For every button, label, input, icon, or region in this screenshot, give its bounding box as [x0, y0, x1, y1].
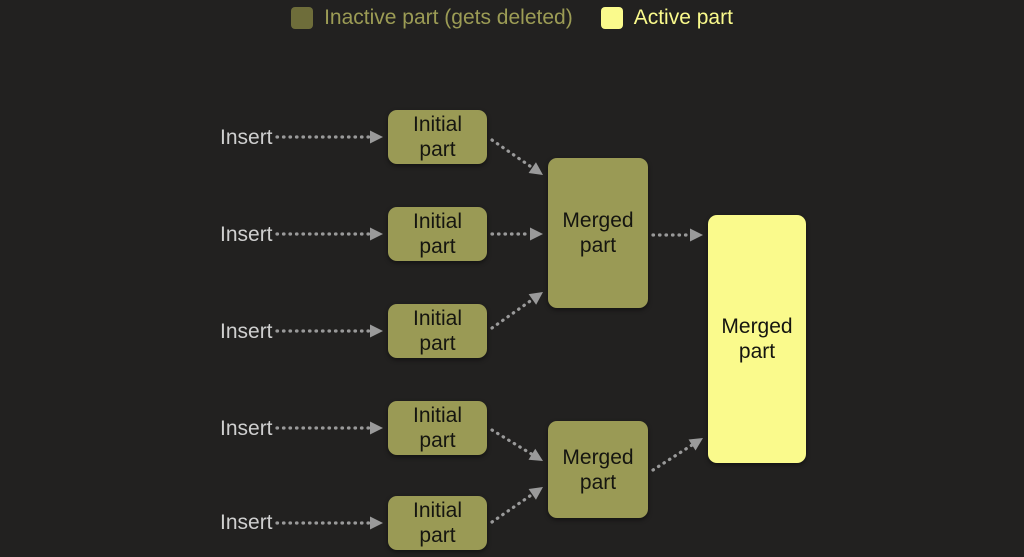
legend-item-active: Active part [600, 6, 733, 30]
insert-label-4: Insert [220, 417, 273, 440]
initial-5-to-merged-2 [490, 487, 543, 524]
square-swatch-icon-inactive [291, 7, 314, 29]
initial-2-to-merged-1-head [530, 227, 543, 241]
legend-label-active: Active part [633, 6, 733, 29]
legend-item-inactive: Inactive part (gets deleted) [291, 6, 573, 30]
insert-label-2: Insert [220, 223, 273, 246]
insert-to-initial-5 [275, 516, 383, 530]
insert-to-initial-5-head [370, 516, 383, 530]
initial-1-to-merged-1 [490, 138, 543, 175]
merged-2-to-final-head [688, 438, 703, 451]
final-merged-part-node[interactable]: Merged part [708, 215, 806, 463]
insert-label-5: Insert [220, 511, 273, 534]
insert-to-initial-4 [275, 421, 383, 435]
initial-part-node-2[interactable]: Initial part [388, 207, 487, 261]
initial-4-to-merged-2 [490, 428, 543, 461]
square-swatch-icon-active [600, 7, 623, 29]
merged-1-to-final [651, 228, 703, 242]
initial-1-to-merged-1-head [528, 162, 543, 175]
insert-label-3: Insert [220, 320, 273, 343]
legend: Inactive part (gets deleted) Active part [0, 6, 1024, 30]
merged-1-to-final-head [690, 228, 703, 242]
legend-label-inactive: Inactive part (gets deleted) [324, 6, 573, 29]
insert-to-initial-4-head [370, 421, 383, 435]
initial-3-to-merged-1-head [528, 292, 543, 305]
initial-2-to-merged-1 [490, 227, 543, 241]
merged-2-to-final [651, 438, 703, 472]
insert-to-initial-3-head [370, 324, 383, 338]
insert-to-initial-3 [275, 324, 383, 338]
initial-3-to-merged-1 [490, 292, 543, 330]
merged-part-node-1[interactable]: Merged part [548, 158, 648, 308]
initial-part-node-4[interactable]: Initial part [388, 401, 487, 455]
initial-part-node-3[interactable]: Initial part [388, 304, 487, 358]
merged-part-node-2[interactable]: Merged part [548, 421, 648, 518]
insert-to-initial-1-head [370, 130, 383, 144]
initial-4-to-merged-2-head [528, 448, 543, 461]
initial-5-to-merged-2-head [528, 487, 543, 500]
insert-to-initial-2 [275, 227, 383, 241]
insert-to-initial-2-head [370, 227, 383, 241]
initial-part-node-1[interactable]: Initial part [388, 110, 487, 164]
insert-to-initial-1 [275, 130, 383, 144]
initial-part-node-5[interactable]: Initial part [388, 496, 487, 550]
insert-label-1: Insert [220, 126, 273, 149]
